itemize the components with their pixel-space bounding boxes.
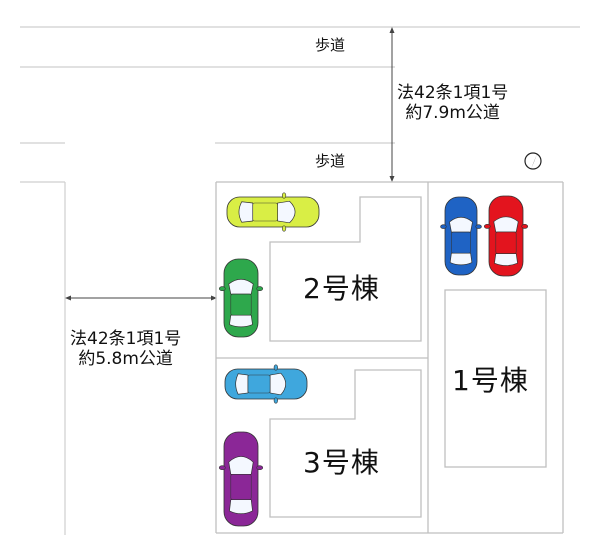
main-road-label: 法42条1項1号 約7.9m公道 bbox=[397, 83, 509, 123]
dimension-arrow-vertical bbox=[389, 27, 395, 182]
sidewalk-label-top: 歩道 bbox=[315, 36, 346, 54]
side-road-width: 約5.8m公道 bbox=[78, 348, 173, 369]
side-road-label: 法42条1項1号 約5.8m公道 bbox=[70, 329, 182, 369]
north-arrow-icon bbox=[524, 152, 542, 170]
car-green bbox=[218, 258, 264, 338]
car-purple bbox=[218, 431, 264, 527]
building-1-footprint bbox=[444, 289, 547, 468]
building-3-footprint bbox=[269, 369, 422, 518]
car-sky bbox=[224, 364, 308, 404]
dimension-arrow-horizontal bbox=[65, 295, 217, 301]
parking-cars bbox=[218, 192, 529, 527]
main-road-width: 約7.9m公道 bbox=[405, 102, 500, 123]
side-road-regulation: 法42条1項1号 bbox=[70, 329, 182, 349]
main-road-regulation: 法42条1項1号 bbox=[397, 83, 509, 103]
car-lime bbox=[226, 192, 320, 232]
building-3-label: 3号棟 bbox=[303, 446, 380, 479]
building-2-label: 2号棟 bbox=[303, 272, 380, 305]
lot-lines bbox=[215, 181, 564, 534]
road-lines bbox=[20, 26, 580, 535]
building-2-footprint bbox=[269, 196, 422, 342]
sidewalk-label-bottom: 歩道 bbox=[315, 152, 346, 170]
car-blue bbox=[440, 196, 482, 276]
car-red bbox=[483, 195, 529, 277]
building-1-label: 1号棟 bbox=[452, 364, 529, 397]
